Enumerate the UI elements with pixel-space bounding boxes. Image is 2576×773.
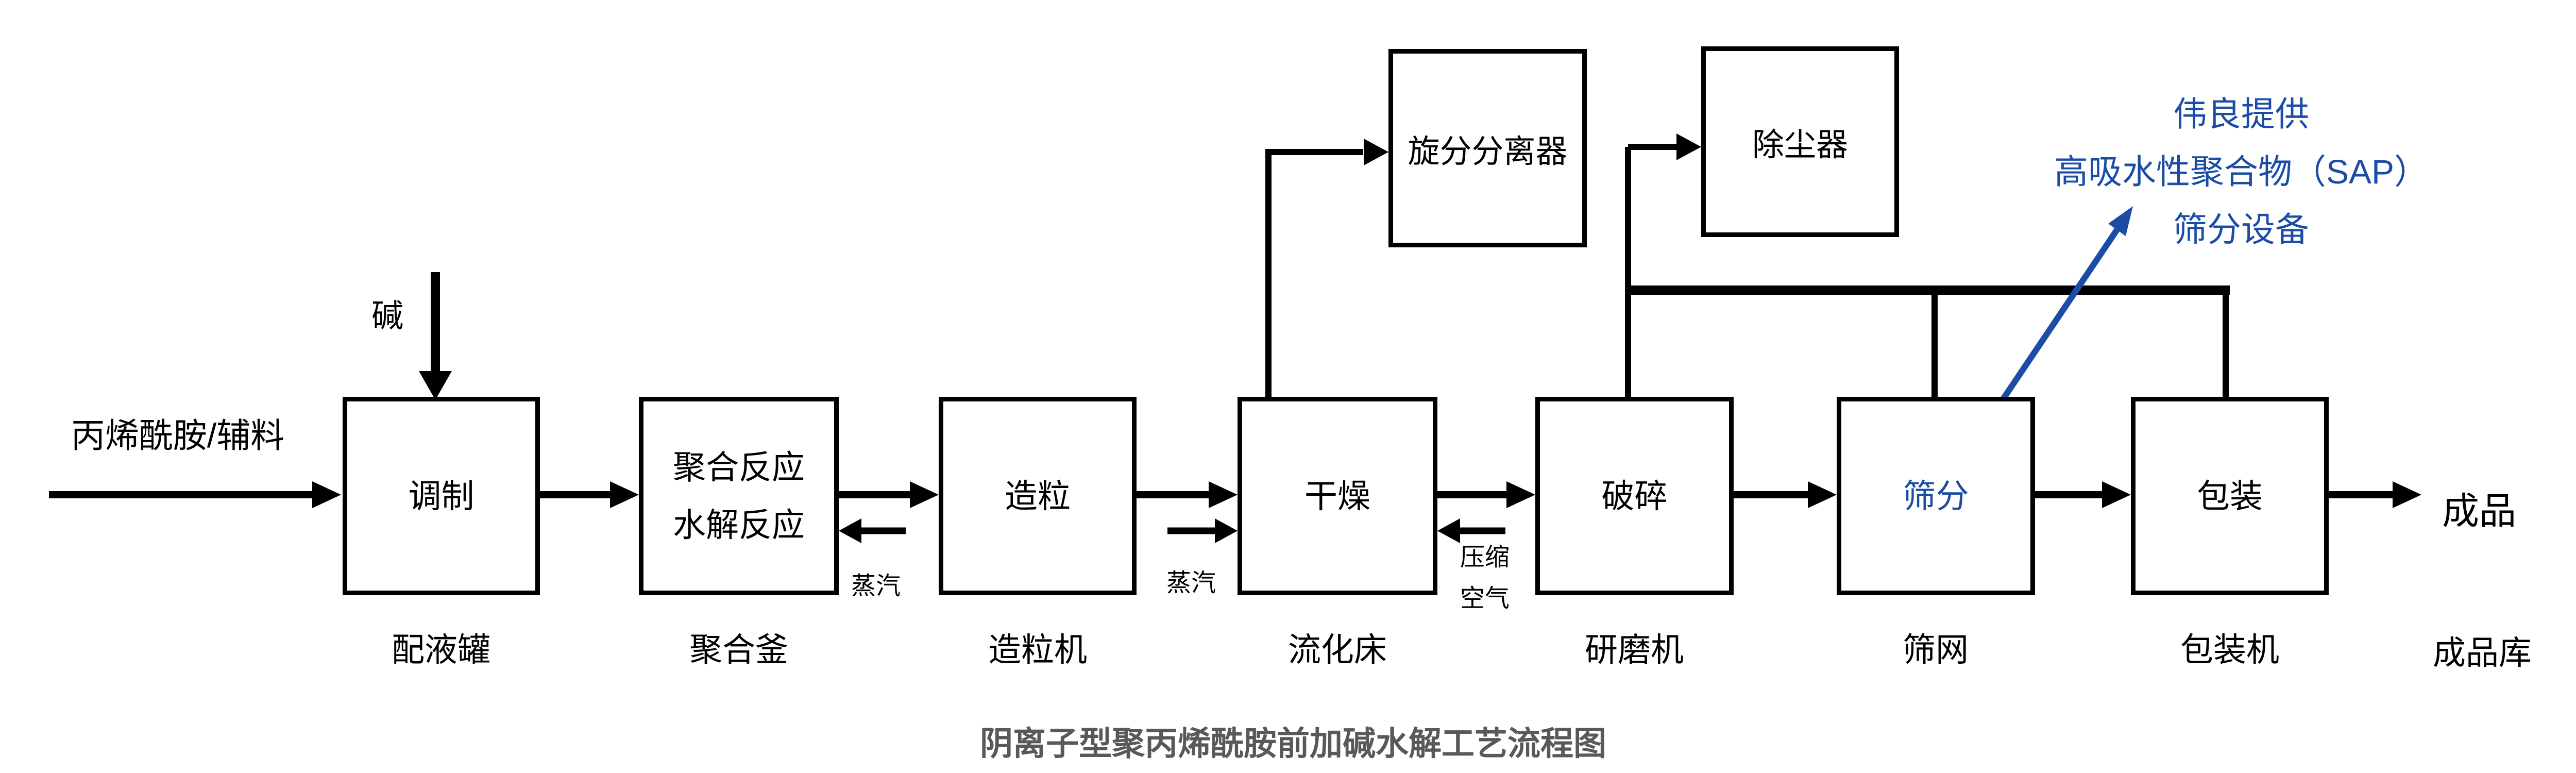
compressed-air-arrow bbox=[1437, 518, 1505, 543]
product-label: 成品 bbox=[2442, 491, 2517, 532]
dust-duct-lines bbox=[1625, 133, 2230, 397]
process-box-drying: 干燥 bbox=[1238, 397, 1437, 595]
step-label: 包装 bbox=[2197, 477, 2263, 515]
dust-collector-box: 除尘器 bbox=[1701, 46, 1899, 237]
annotation-line-3: 筛分设备 bbox=[2173, 210, 2309, 248]
equipment-label-grinder: 研磨机 bbox=[1585, 631, 1684, 668]
alkali-label: 碱 bbox=[371, 298, 404, 334]
alkali-arrow bbox=[419, 272, 452, 400]
dust-collector-label: 除尘器 bbox=[1752, 127, 1848, 163]
step-label-line2: 水解反应 bbox=[673, 506, 805, 544]
equipment-label-granulator: 造粒机 bbox=[988, 631, 1087, 668]
equipment-label-polymerizer: 聚合釜 bbox=[689, 631, 788, 668]
steam-label-dryer: 蒸汽 bbox=[1166, 569, 1216, 597]
compressed-air-line2: 空气 bbox=[1460, 585, 1510, 612]
steam-label-reactor: 蒸汽 bbox=[851, 573, 901, 600]
flow-arrow-crusher-to-screen bbox=[1734, 481, 1837, 508]
process-box-polymerization: 聚合反应 水解反应 bbox=[639, 397, 839, 595]
supplier-annotation: 伟良提供 高吸水性聚合物（SAP） 筛分设备 bbox=[2054, 85, 2428, 258]
cyclone-separator-label: 旋分分离器 bbox=[1408, 133, 1568, 170]
compressed-air-label: 压缩 空气 bbox=[1460, 537, 1510, 619]
compressed-air-line1: 压缩 bbox=[1460, 544, 1510, 571]
process-box-preparation: 调制 bbox=[343, 397, 540, 595]
warehouse-label: 成品库 bbox=[2433, 634, 2532, 671]
step-label: 筛分 bbox=[1903, 477, 1969, 515]
steam-arrow-reactor bbox=[839, 518, 906, 543]
equipment-label-packing-machine: 包装机 bbox=[2180, 631, 2279, 668]
equipment-label-solution-tank: 配液罐 bbox=[392, 631, 490, 668]
flow-arrow-granulator-to-dryer bbox=[1137, 481, 1238, 508]
flow-arrow-packer-to-product bbox=[2329, 481, 2421, 508]
diagram-title: 阴离子型聚丙烯酰胺前加碱水解工艺流程图 bbox=[980, 725, 1606, 762]
process-box-packaging: 包装 bbox=[2131, 397, 2329, 595]
step-label: 调制 bbox=[408, 477, 474, 515]
flow-arrow-screen-to-packer bbox=[2035, 481, 2131, 508]
annotation-line-1: 伟良提供 bbox=[2173, 95, 2309, 133]
process-box-crushing: 破碎 bbox=[1535, 397, 1734, 595]
cyclone-duct-arrow bbox=[1265, 139, 1388, 397]
cyclone-separator-box: 旋分分离器 bbox=[1388, 49, 1587, 247]
annotation-line-2: 高吸水性聚合物（SAP） bbox=[2054, 153, 2429, 191]
process-box-granulation: 造粒 bbox=[939, 397, 1137, 595]
process-box-screening: 筛分 bbox=[1837, 397, 2035, 595]
steam-arrow-dryer bbox=[1167, 518, 1238, 543]
step-label: 破碎 bbox=[1601, 477, 1668, 515]
feed-label: 丙烯酰胺/辅料 bbox=[71, 416, 285, 455]
equipment-label-screen-mesh: 筛网 bbox=[1903, 631, 1969, 668]
equipment-label-fluidized-bed: 流化床 bbox=[1288, 631, 1387, 668]
flow-arrow-reactor-to-granulator bbox=[839, 481, 939, 508]
feed-arrow bbox=[49, 481, 341, 508]
flow-arrow-dryer-to-crusher bbox=[1437, 481, 1535, 508]
step-label: 造粒 bbox=[1005, 477, 1071, 515]
flow-arrow-prep-to-reactor bbox=[540, 481, 639, 508]
step-label: 聚合反应 bbox=[673, 448, 805, 486]
step-label: 干燥 bbox=[1304, 477, 1370, 515]
